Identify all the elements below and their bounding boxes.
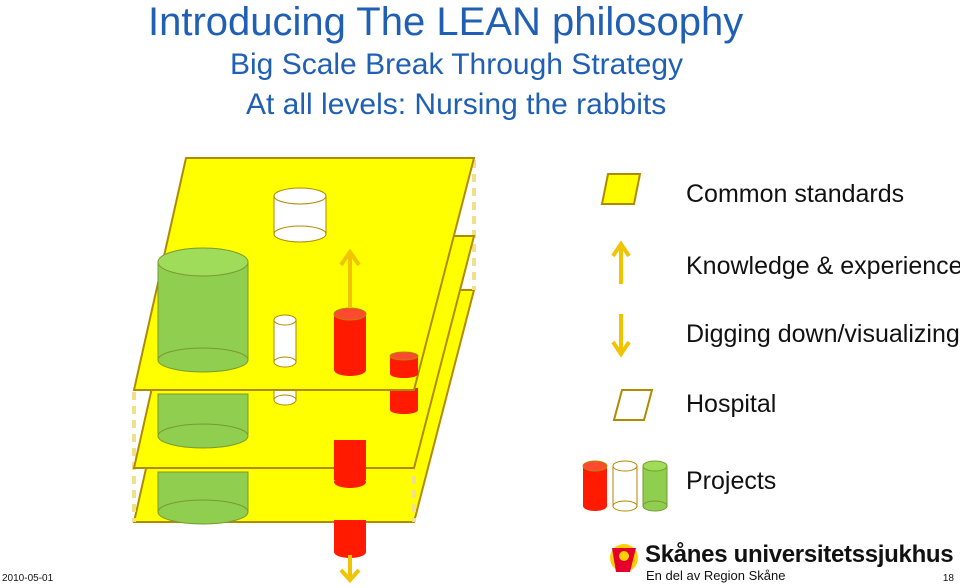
arrow-up-icon [339,248,361,308]
page-subtitle-2: At all levels: Nursing the rabbits [246,88,667,121]
region-skane-logo-icon [610,544,638,572]
page-number: 18 [942,573,954,584]
red-cylinder-mid-segment [334,440,366,488]
green-cylinder [157,247,249,373]
small-red-cylinder-mid-segment [390,388,418,414]
legend-label-digging: Digging down/visualizing [686,320,960,348]
red-cylinder [333,307,367,376]
logo-tagline: En del av Region Skåne [646,568,786,583]
arrow-down-icon [339,555,361,583]
cylinders-icon [582,460,668,512]
page-subtitle: Big Scale Break Through Strategy [230,48,684,81]
white-parallelogram-icon [612,389,654,421]
arrow-down-icon [611,314,631,358]
arrow-up-icon [611,240,631,284]
green-cylinder-bottom-segment [157,471,249,525]
footer-date: 2010-05-01 [2,573,54,584]
legend-label-common-standards: Common standards [686,180,905,208]
logo-name: Skånes universitetssjukhus [645,541,954,568]
white-cylinder [273,187,327,243]
legend-label-hospital: Hospital [686,390,777,418]
legend-label-knowledge: Knowledge & experience [686,252,960,280]
small-red-cylinder [389,351,419,378]
green-cylinder-mid-segment [157,393,249,449]
small-white-cylinder [273,314,297,368]
page-title: Introducing The LEAN philosophy [148,0,744,44]
red-cylinder-bottom-segment [334,520,366,558]
legend-label-projects: Projects [686,467,777,495]
yellow-parallelogram-icon [600,173,642,205]
